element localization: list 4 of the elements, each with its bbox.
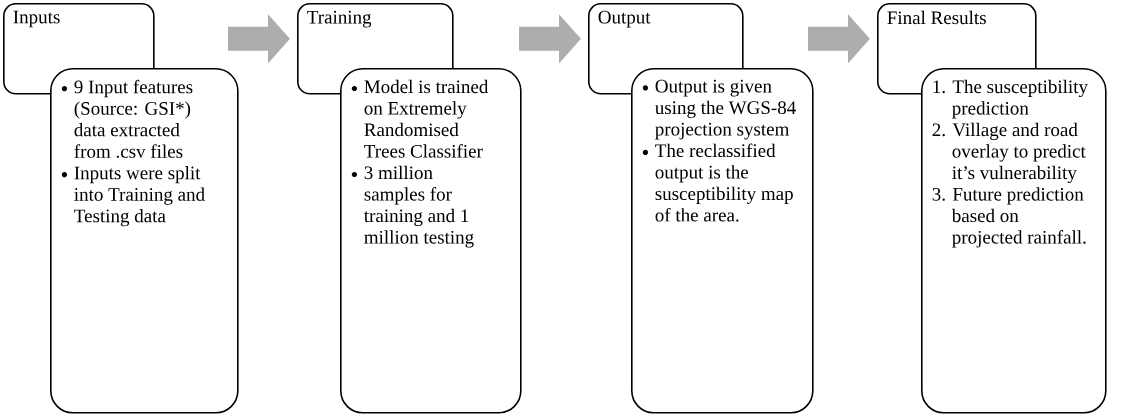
content-box: 1. The susceptibility prediction 2. Village and road overlay to predict it’s vulnerability 3. Future prediction based on projected rainfall. <box>921 68 1107 414</box>
content-box: Model is trained on Extremely Randomised Trees Classifier 3 million samples for training and 1 million testing <box>340 68 522 414</box>
content-box: Output is given using the WGS-84 projection system The reclassified output is the susceptibility map of the area. <box>631 68 814 414</box>
content-box: 9 Input features (Source: GSI*) data extracted from .csv files Inputs were split into Training and Testing data <box>50 68 239 414</box>
